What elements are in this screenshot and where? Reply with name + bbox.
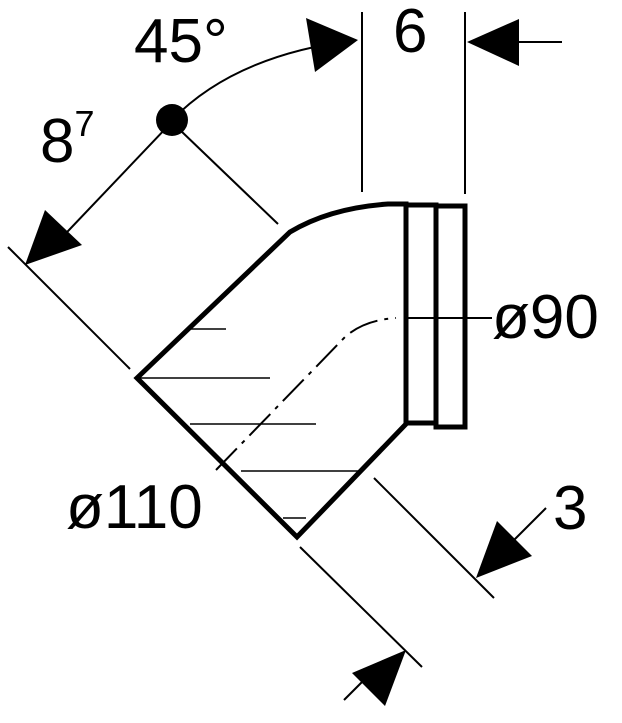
depth-arrowhead [467, 19, 519, 66]
radius-label-base: 8 [40, 107, 74, 176]
offset-extension-upper [373, 477, 495, 599]
inlet-extension-upper [7, 246, 131, 370]
radius-arrowhead [25, 210, 82, 265]
bend-center-point [156, 104, 188, 136]
offset-extension-lower [299, 546, 423, 668]
outlet-spigot-ring [403, 202, 439, 426]
angle-label: 45° [134, 7, 228, 76]
inlet-offset-label: 3 [553, 474, 587, 543]
radius-label: 87 [40, 103, 95, 176]
elbow-centerline [215, 317, 397, 471]
inlet-diameter-label: ø110 [66, 473, 203, 542]
elbow-shading-lines [140, 328, 362, 519]
angle-arrowhead [306, 18, 358, 72]
offset-arrowhead-lower [352, 650, 406, 706]
outlet-spigot-end [433, 203, 468, 430]
offset-arrowhead-upper [476, 521, 532, 578]
radius-label-superscript: 7 [74, 103, 94, 144]
radius-dimension-line [49, 125, 169, 251]
insertion-depth-label: 6 [393, 0, 427, 66]
offset-arrow-tail-upper [511, 507, 547, 543]
radius-extension-line [179, 129, 279, 225]
outlet-diameter-label: ø90 [492, 283, 599, 352]
